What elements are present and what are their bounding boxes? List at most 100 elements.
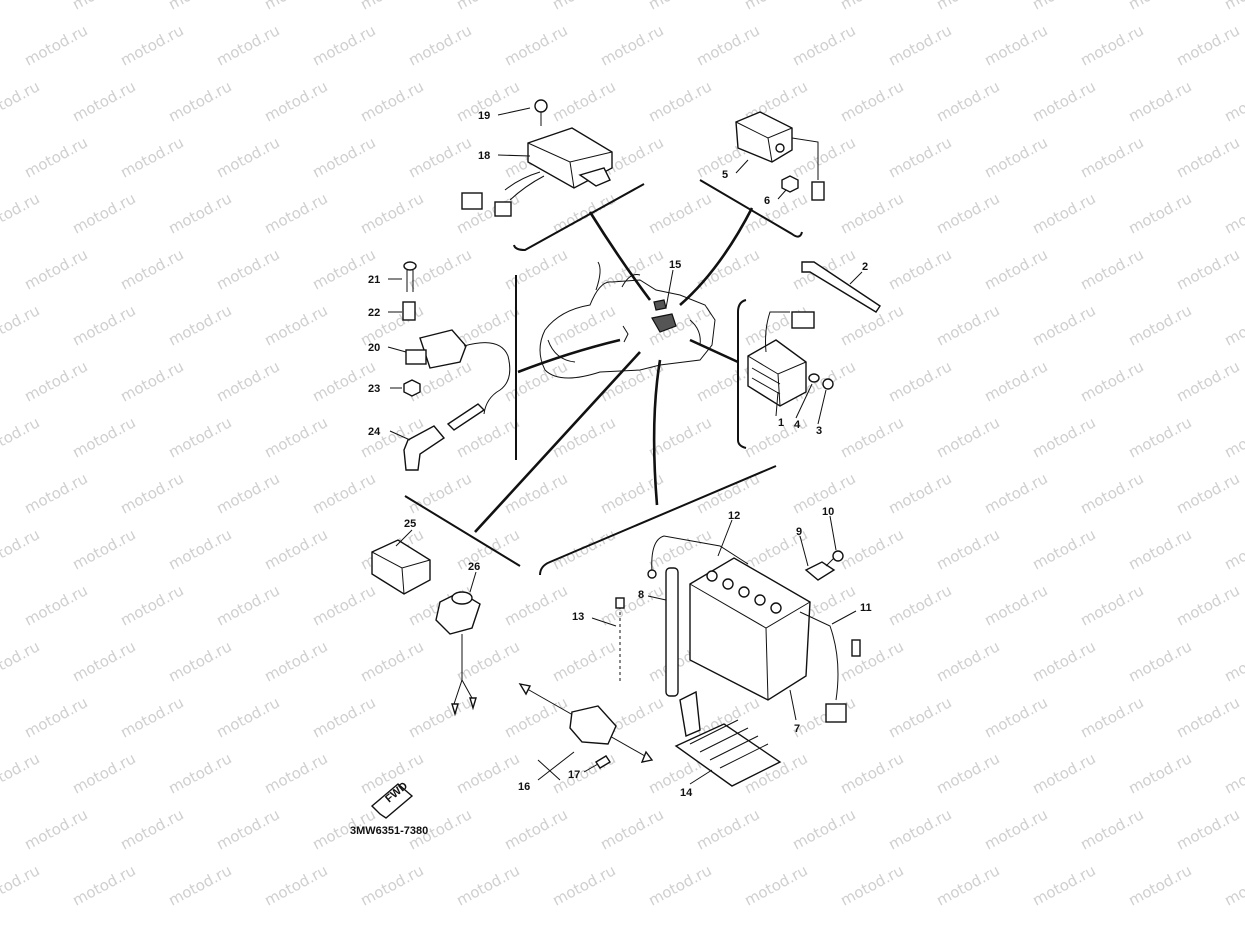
breather-hose-icon <box>665 567 679 697</box>
watermark-text: motod.ru <box>837 861 906 909</box>
watermark-text: motod.ru <box>405 693 474 741</box>
watermark-text: motod.ru <box>1077 21 1146 69</box>
watermark-text: motod.ru <box>357 637 426 685</box>
callout-6: 6 <box>764 195 770 207</box>
watermark-text: motod.ru <box>117 693 186 741</box>
watermark-text: motod.ru <box>837 77 906 125</box>
watermark-text: motod.ru <box>1125 525 1194 573</box>
watermark-text: motod.ru <box>165 413 234 461</box>
watermark-text: motod.ru <box>885 133 954 181</box>
watermark-text: motod.ru <box>981 805 1050 853</box>
watermark-text: motod.ru <box>597 805 666 853</box>
leader-lines <box>387 107 863 785</box>
negative-lead-icon <box>647 535 749 579</box>
watermark-text: motod.ru <box>261 0 330 14</box>
callout-9: 9 <box>796 526 802 538</box>
watermark-text: motod.ru <box>933 749 1002 797</box>
watermark-text: motod.ru <box>357 0 426 14</box>
watermark-text: motod.ru <box>981 357 1050 405</box>
watermark-text: motod.ru <box>213 469 282 517</box>
watermark-text: motod.ru <box>885 469 954 517</box>
watermark-text: motod.ru <box>69 189 138 237</box>
watermark-text: motod.ru <box>1125 301 1194 349</box>
watermark-text: motod.ru <box>1173 581 1242 629</box>
watermark-text: motod.ru <box>597 581 666 629</box>
watermark-text: motod.ru <box>261 637 330 685</box>
fuse-block-icon <box>651 313 677 333</box>
callout-13: 13 <box>572 611 584 623</box>
watermark-text: motod.ru <box>21 245 90 293</box>
watermark-text: motod.ru <box>1125 0 1194 14</box>
watermark-text: motod.ru <box>0 749 43 797</box>
watermark-text: motod.ru <box>261 413 330 461</box>
watermark-text: motod.ru <box>21 693 90 741</box>
watermark-text: motod.ru <box>21 133 90 181</box>
watermark-text: motod.ru <box>885 693 954 741</box>
watermark-text: motod.ru <box>213 357 282 405</box>
watermark-text: motod.ru <box>117 21 186 69</box>
watermark-text: motod.ru <box>645 189 714 237</box>
watermark-text: motod.ru <box>549 413 618 461</box>
watermark-text: motod.ru <box>597 21 666 69</box>
cable-tie-icon <box>801 261 881 313</box>
bolt-3-icon <box>822 378 834 390</box>
watermark-text: motod.ru <box>1221 301 1245 349</box>
watermark-text: motod.ru <box>213 693 282 741</box>
watermark-layer: motod.ru motod.ru motod.ru motod.ru motod.ru… <box>0 0 1245 910</box>
watermark-text: motod.ru <box>69 749 138 797</box>
watermark-text: motod.ru <box>405 21 474 69</box>
fuse-holder-icon <box>518 683 654 769</box>
callout-25: 25 <box>404 518 416 530</box>
watermark-text: motod.ru <box>1173 805 1242 853</box>
watermark-text: motod.ru <box>261 749 330 797</box>
watermark-text: motod.ru <box>117 805 186 853</box>
watermark-text: motod.ru <box>501 693 570 741</box>
callout-17: 17 <box>568 769 580 781</box>
ignition-coil-icon <box>405 329 511 415</box>
watermark-text: motod.ru <box>21 805 90 853</box>
watermark-text: motod.ru <box>885 581 954 629</box>
watermark-text: motod.ru <box>117 133 186 181</box>
callout-14: 14 <box>680 787 693 799</box>
watermark-text: motod.ru <box>69 525 138 573</box>
callout-18: 18 <box>478 150 490 162</box>
watermark-text: motod.ru <box>0 861 43 909</box>
watermark-text: motod.ru <box>357 861 426 909</box>
bolt-21-icon <box>403 261 417 292</box>
watermark-text: motod.ru <box>1125 413 1194 461</box>
watermark-text: motod.ru <box>261 189 330 237</box>
horn-26-icon <box>435 591 481 717</box>
watermark-text: motod.ru <box>933 77 1002 125</box>
watermark-text: motod.ru <box>213 805 282 853</box>
watermark-text: motod.ru <box>0 525 43 573</box>
callout-20: 20 <box>368 342 380 354</box>
watermark-text: motod.ru <box>885 357 954 405</box>
watermark-text: motod.ru <box>1173 469 1242 517</box>
watermark-text: motod.ru <box>309 693 378 741</box>
watermark-text: motod.ru <box>981 21 1050 69</box>
watermark-text: motod.ru <box>933 525 1002 573</box>
watermark-text: motod.ru <box>309 357 378 405</box>
bolt-19-icon <box>534 99 548 126</box>
bracket-9-icon <box>804 561 836 581</box>
watermark-text: motod.ru <box>261 77 330 125</box>
watermark-text: motod.ru <box>1077 469 1146 517</box>
spacer-22-icon <box>402 301 416 321</box>
watermark-text: motod.ru <box>693 805 762 853</box>
watermark-text: motod.ru <box>1221 413 1245 461</box>
watermark-text: motod.ru <box>1029 77 1098 125</box>
watermark-text: motod.ru <box>261 301 330 349</box>
callout-10: 10 <box>822 506 834 518</box>
group-brackets <box>404 179 803 576</box>
watermark-text: motod.ru <box>645 0 714 14</box>
callout-19: 19 <box>478 110 490 122</box>
watermark-text: motod.ru <box>693 245 762 293</box>
callout-12: 12 <box>728 510 740 522</box>
watermark-text: motod.ru <box>1125 749 1194 797</box>
watermark-text: motod.ru <box>21 469 90 517</box>
watermark-text: motod.ru <box>1077 245 1146 293</box>
watermark-text: motod.ru <box>309 21 378 69</box>
watermark-text: motod.ru <box>1173 133 1242 181</box>
watermark-text: motod.ru <box>597 245 666 293</box>
